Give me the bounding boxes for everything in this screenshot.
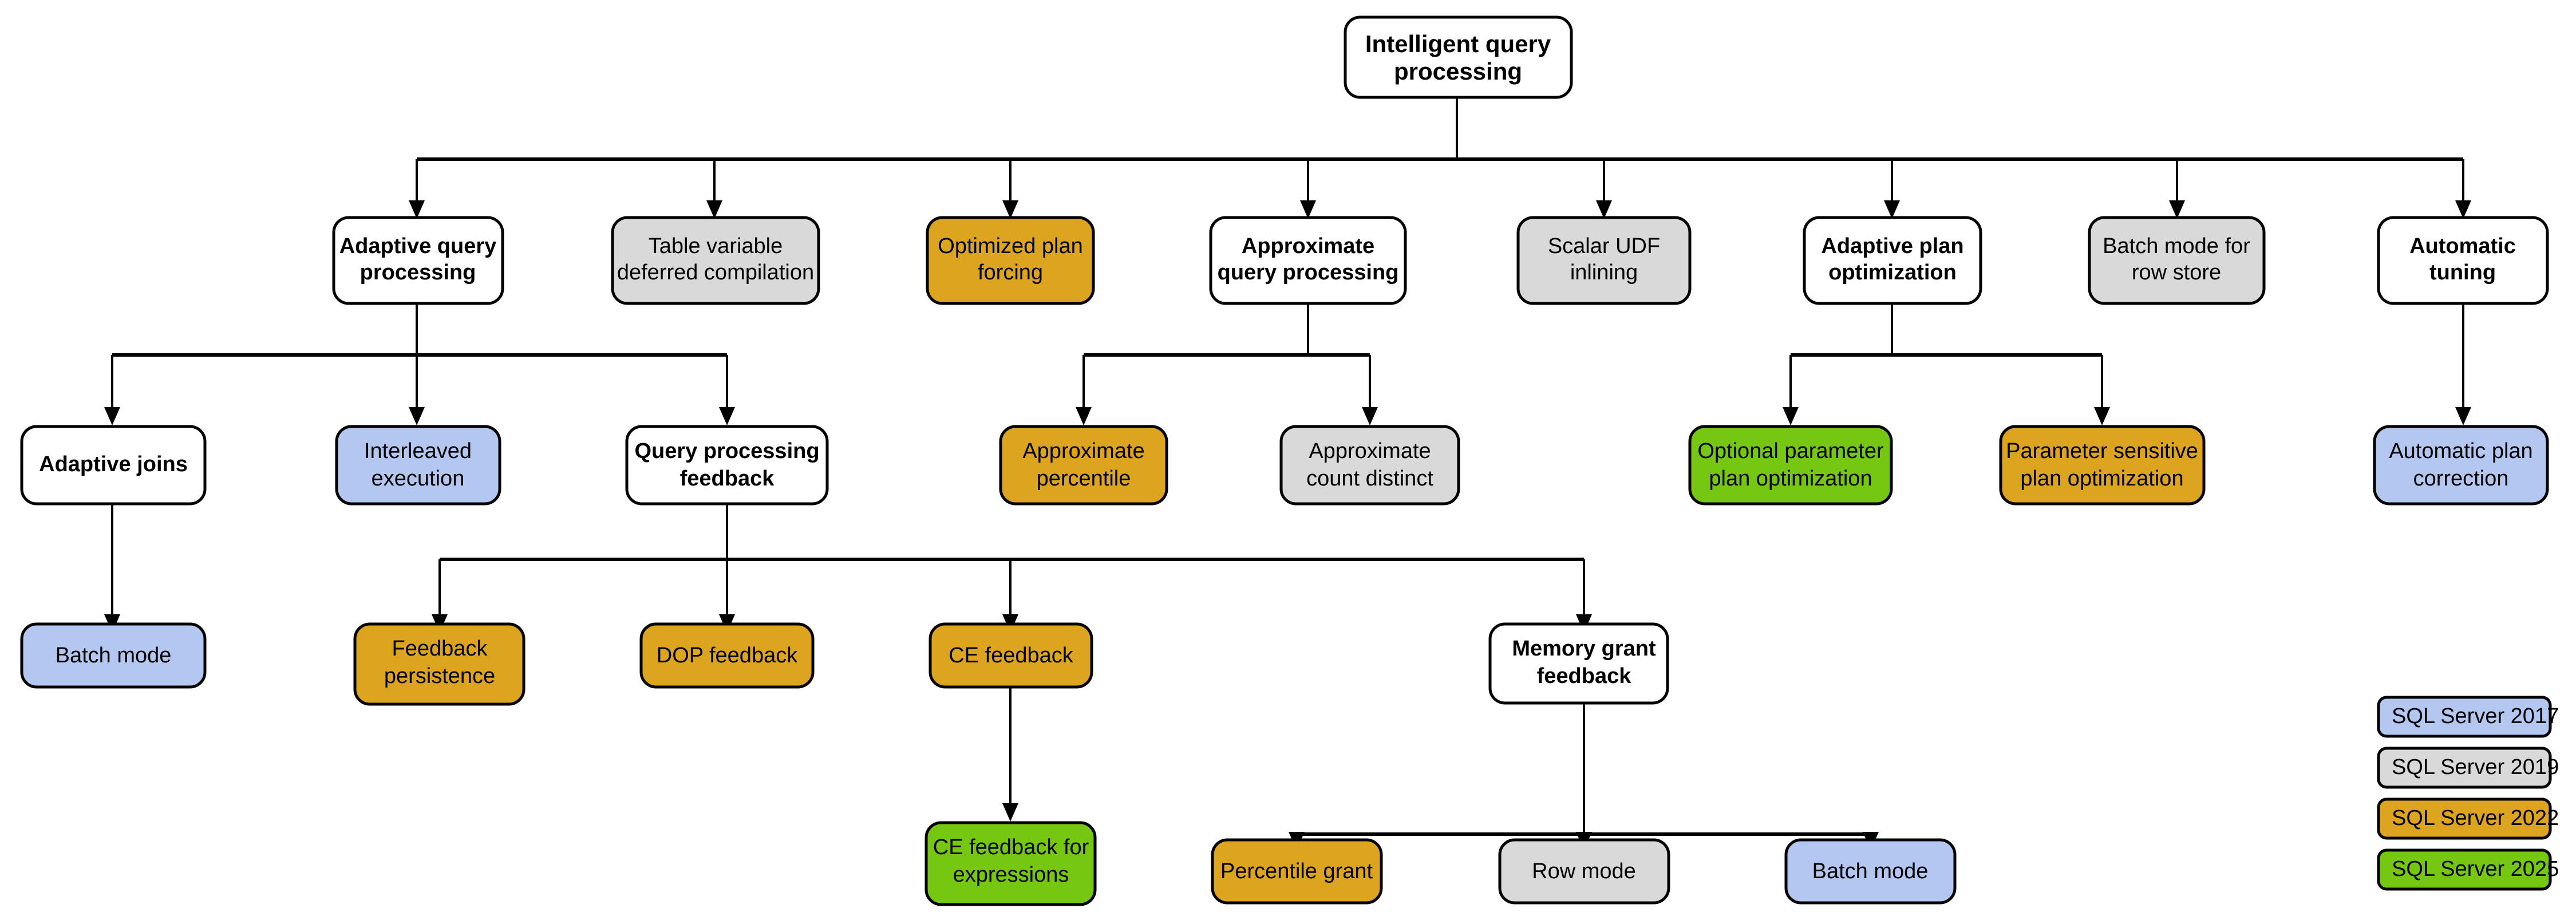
node-label-mgf-line1: Memory grant: [1512, 637, 1656, 661]
node-label-oppo-line1: Optional parameter: [1697, 439, 1884, 463]
arrowhead-pspo: [2094, 407, 2110, 425]
node-table-variable-deferred-compilation[interactable]: Table variable deferred compilation: [611, 216, 820, 305]
node-label-batch-mode: Batch mode: [56, 643, 172, 668]
node-label-interleaved-line1: Interleaved: [364, 439, 472, 463]
node-label-root-line2: processing: [1394, 58, 1522, 85]
node-dop-feedback[interactable]: DOP feedback: [639, 622, 815, 689]
node-intelligent-query-processing[interactable]: Intelligent query processing: [1344, 15, 1573, 99]
node-label-cefe-line2: expressions: [953, 863, 1069, 887]
node-row-mode[interactable]: Row mode: [1498, 838, 1670, 905]
node-approximate-count-distinct[interactable]: Approximate count distinct: [1279, 425, 1460, 506]
node-label-oppo-line2: plan optimization: [1709, 467, 1872, 491]
arrowhead-approx-percentile: [1076, 407, 1092, 425]
node-label-bmrs-line1: Batch mode for: [2103, 234, 2250, 258]
node-label-bmrs-line2: row store: [2132, 260, 2221, 285]
arrowhead-bmrs: [2169, 200, 2185, 219]
node-label-qpf-line1: Query processing: [634, 439, 819, 463]
node-adaptive-joins[interactable]: Adaptive joins: [20, 425, 207, 506]
node-adaptive-query-processing[interactable]: Adaptive query processing: [332, 216, 504, 305]
node-label-feedback-persistence-line1: Feedback: [392, 637, 488, 661]
node-query-processing-feedback[interactable]: Query processing feedback: [625, 425, 829, 506]
node-label-approx-count-line1: Approximate: [1309, 439, 1431, 463]
node-ce-feedback[interactable]: CE feedback: [929, 622, 1093, 689]
node-automatic-tuning[interactable]: Automatic tuning: [2377, 216, 2549, 305]
node-scalar-udf-inlining[interactable]: Scalar UDF inlining: [1516, 216, 1692, 305]
node-parameter-sensitive-plan-optimization[interactable]: Parameter sensitive plan optimization: [1999, 425, 2206, 506]
node-batch-mode[interactable]: Batch mode: [20, 622, 207, 689]
node-label-scalar-udf-line1: Scalar UDF: [1548, 234, 1660, 258]
node-label-aqp-line2: processing: [360, 260, 476, 285]
arrowhead-aqp: [409, 200, 425, 219]
arrowhead-scalar-udf: [1596, 200, 1612, 219]
legend: SQL Server 2017 SQL Server 2019 SQL Serv…: [2377, 696, 2559, 891]
node-batch-mode-memory-grant[interactable]: Batch mode: [1784, 838, 1957, 905]
node-label-approx-qp-line1: Approximate: [1242, 234, 1374, 258]
node-label-ce-feedback: CE feedback: [949, 643, 1074, 668]
node-approximate-query-processing[interactable]: Approximate query processing: [1209, 216, 1407, 305]
node-label-approx-count-line2: count distinct: [1306, 467, 1433, 491]
node-label-tvdc-line2: deferred compilation: [617, 260, 814, 285]
node-memory-grant-feedback[interactable]: Memory grant feedback: [1488, 622, 1669, 705]
node-label-adaptive-joins: Adaptive joins: [39, 452, 188, 476]
node-label-approx-percentile-line1: Approximate: [1022, 439, 1144, 463]
node-label-aqp-line1: Adaptive query: [339, 234, 497, 258]
arrowhead-approx-qp: [1300, 200, 1316, 219]
legend-label-sql-server-2022: SQL Server 2022: [2392, 806, 2559, 830]
node-automatic-plan-correction[interactable]: Automatic plan correction: [2373, 425, 2549, 506]
arrowhead-opf: [1002, 200, 1018, 219]
arrowhead-cefe: [1002, 803, 1018, 822]
node-ce-feedback-for-expressions[interactable]: CE feedback for expressions: [924, 821, 1097, 906]
node-label-root-line1: Intelligent query: [1365, 30, 1551, 57]
arrowhead-qpf: [719, 407, 735, 425]
node-label-row-mode: Row mode: [1532, 859, 1636, 883]
node-label-mgf-line2: feedback: [1537, 664, 1632, 688]
node-label-apo-line2: optimization: [1828, 260, 1957, 285]
legend-item-sql-server-2019[interactable]: SQL Server 2019: [2377, 747, 2559, 789]
node-percentile-grant[interactable]: Percentile grant: [1211, 838, 1383, 905]
legend-label-sql-server-2017: SQL Server 2017: [2392, 704, 2559, 728]
arrowhead-oppo: [1783, 407, 1799, 425]
node-label-opf-line1: Optimized plan: [938, 234, 1082, 258]
node-label-apo-line1: Adaptive plan: [1821, 234, 1963, 258]
legend-item-sql-server-2022[interactable]: SQL Server 2022: [2377, 797, 2559, 840]
node-label-feedback-persistence-line2: persistence: [384, 664, 495, 688]
node-label-auto-tuning-line2: tuning: [2429, 260, 2496, 285]
arrowhead-tvdc: [706, 200, 722, 219]
legend-item-sql-server-2017[interactable]: SQL Server 2017: [2377, 696, 2559, 738]
node-label-opf-line2: forcing: [978, 260, 1043, 285]
node-label-tvdc-line1: Table variable: [649, 234, 783, 258]
node-label-interleaved-line2: execution: [372, 467, 465, 491]
legend-label-sql-server-2019: SQL Server 2019: [2392, 755, 2559, 779]
node-label-apc-line1: Automatic plan: [2389, 439, 2532, 463]
arrowhead-interleaved: [409, 407, 425, 425]
node-optimized-plan-forcing[interactable]: Optimized plan forcing: [926, 216, 1095, 305]
node-label-pspo-line2: plan optimization: [2020, 467, 2183, 491]
connector-layer: [104, 97, 2471, 850]
node-label-batch-mode-mgf: Batch mode: [1812, 859, 1929, 883]
arrowhead-apo: [1884, 200, 1900, 219]
node-label-approx-qp-line2: query processing: [1218, 260, 1399, 285]
node-label-percentile-grant: Percentile grant: [1220, 859, 1373, 883]
node-batch-mode-for-row-store[interactable]: Batch mode for row store: [2088, 216, 2266, 305]
node-label-scalar-udf-line2: inlining: [1570, 260, 1638, 285]
legend-label-sql-server-2025: SQL Server 2025: [2392, 857, 2559, 881]
node-interleaved-execution[interactable]: Interleaved execution: [335, 425, 501, 506]
node-label-dop-feedback: DOP feedback: [657, 643, 798, 668]
arrowhead-auto-tuning: [2455, 200, 2471, 219]
node-label-cefe-line1: CE feedback for: [933, 835, 1089, 859]
arrowhead-apc: [2455, 407, 2471, 425]
node-approximate-percentile[interactable]: Approximate percentile: [999, 425, 1168, 506]
node-label-approx-percentile-line2: percentile: [1037, 467, 1131, 491]
node-label-apc-line2: correction: [2413, 467, 2509, 491]
arrowhead-adaptive-joins: [104, 407, 120, 425]
node-label-pspo-line1: Parameter sensitive: [2006, 439, 2198, 463]
node-label-qpf-line2: feedback: [680, 467, 775, 491]
node-optional-parameter-plan-optimization[interactable]: Optional parameter plan optimization: [1688, 425, 1893, 506]
node-label-auto-tuning-line1: Automatic: [2409, 234, 2516, 258]
arrowhead-approx-count: [1362, 407, 1378, 425]
node-feedback-persistence[interactable]: Feedback persistence: [353, 622, 526, 706]
legend-item-sql-server-2025[interactable]: SQL Server 2025: [2377, 848, 2559, 891]
node-adaptive-plan-optimization[interactable]: Adaptive plan optimization: [1803, 216, 1982, 305]
